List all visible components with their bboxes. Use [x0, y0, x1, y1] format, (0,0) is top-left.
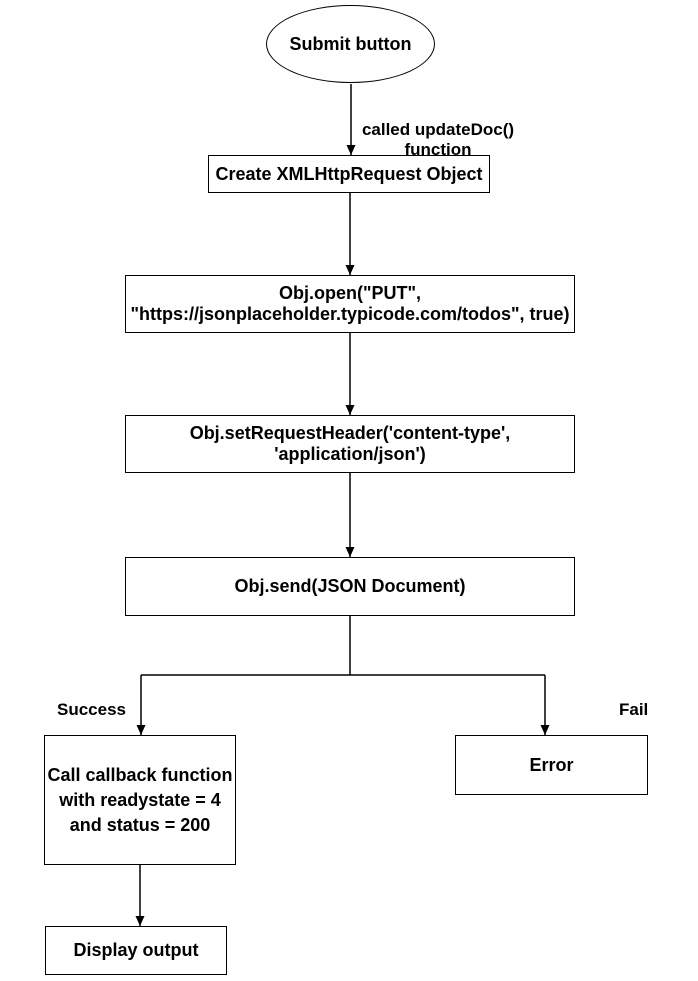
node-display-output: Display output [45, 926, 227, 975]
edge-label-success-text: Success [57, 700, 126, 719]
node-submit-button-label: Submit button [289, 33, 412, 54]
edge-label-called-updatedoc-text: called updateDoc() function [361, 120, 515, 159]
node-display-output-label: Display output [73, 940, 199, 960]
node-submit-button: Submit button [266, 5, 435, 83]
node-obj-open: Obj.open("PUT", "https://jsonplaceholder… [125, 275, 575, 333]
edge-label-fail-text: Fail [619, 700, 649, 719]
node-error-label: Error [529, 754, 574, 775]
node-obj-send-label: Obj.send(JSON Document) [234, 576, 466, 596]
node-create-xmlhttprequest: Create XMLHttpRequest Object [208, 155, 490, 193]
node-obj-open-label: Obj.open("PUT", "https://jsonplaceholder… [130, 283, 570, 324]
node-set-request-header-label: Obj.setRequestHeader('content-type', 'ap… [189, 423, 511, 464]
node-call-callback: Call callback function with readystate =… [44, 735, 236, 865]
edge-label-called-updatedoc: called updateDoc() function [358, 100, 518, 160]
node-error: Error [455, 735, 648, 795]
node-create-xmlhttprequest-label: Create XMLHttpRequest Object [215, 163, 483, 184]
node-set-request-header: Obj.setRequestHeader('content-type', 'ap… [125, 415, 575, 473]
node-call-callback-label: Call callback function with readystate =… [47, 764, 233, 835]
edge-label-fail: Fail [619, 680, 659, 720]
edge-label-success: Success [57, 680, 129, 720]
node-obj-send: Obj.send(JSON Document) [125, 557, 575, 616]
